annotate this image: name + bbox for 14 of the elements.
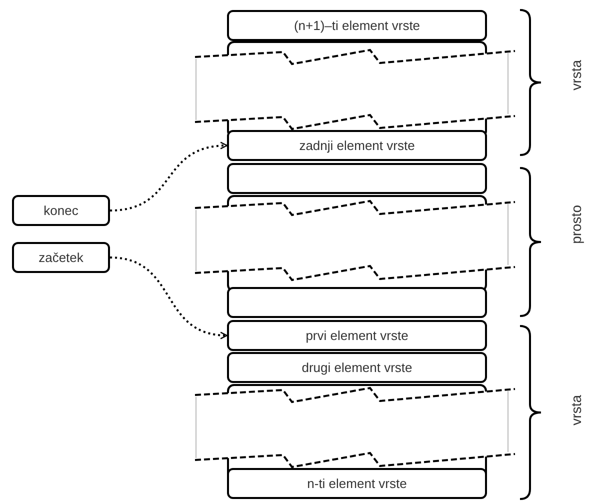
dotted-arrow [110, 142, 228, 212]
dotted-arrow [110, 256, 228, 339]
queue-cell: prvi element vrste [227, 320, 487, 351]
pointer-box: začetek [12, 242, 110, 273]
queue-cell: drugi element vrste [227, 352, 487, 383]
queue-cell: n-ti element vrste [227, 468, 487, 499]
brace-label: prosto [568, 205, 584, 244]
brace-label: vrsta [568, 60, 584, 90]
brace-label: vrsta [568, 395, 584, 426]
empty-queue-cell [227, 287, 487, 318]
empty-queue-cell [227, 163, 487, 194]
queue-cell: zadnji element vrste [227, 130, 487, 161]
pointer-box: konec [12, 195, 110, 226]
queue-cell: (n+1)–ti element vrste [227, 10, 487, 41]
